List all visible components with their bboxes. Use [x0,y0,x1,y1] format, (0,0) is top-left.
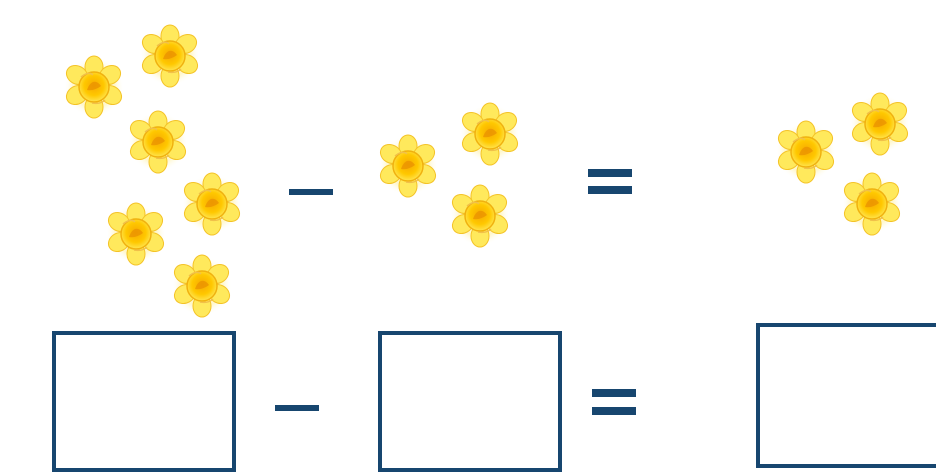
equals-bar-lower [592,407,636,415]
minus-sign-top [289,189,333,195]
yellow-flower-icon [170,254,234,318]
equals-bar-lower [588,186,632,194]
answer-box-subtrahend[interactable] [378,331,562,472]
answer-box-minuend[interactable] [52,331,236,472]
equals-bar-upper [588,169,632,177]
yellow-flower-icon [458,102,522,166]
minus-sign-bottom [275,405,319,411]
yellow-flower-icon [138,24,202,88]
yellow-flower-icon [448,184,512,248]
equals-bar-upper [592,389,636,397]
yellow-flower-icon [840,172,904,236]
yellow-flower-icon [180,172,244,236]
yellow-flower-icon [848,92,912,156]
yellow-flower-icon [376,134,440,198]
answer-box-difference[interactable] [756,323,936,468]
yellow-flower-icon [126,110,190,174]
yellow-flower-icon [104,202,168,266]
yellow-flower-icon [62,55,126,119]
yellow-flower-icon [774,120,838,184]
